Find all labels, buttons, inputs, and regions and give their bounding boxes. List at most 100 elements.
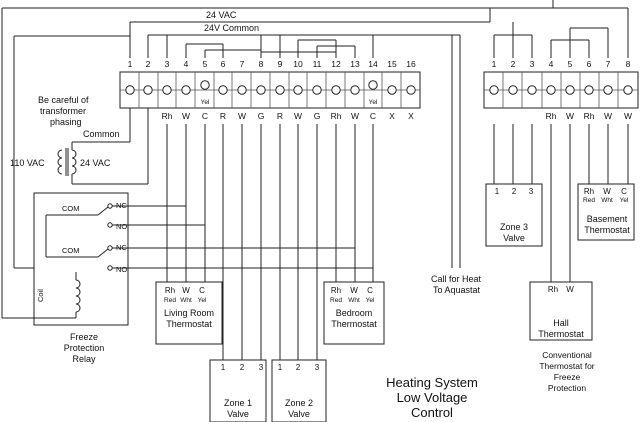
aquastat-wires (451, 35, 461, 268)
left-terminal-number: 12 (331, 59, 341, 69)
hall-note-line3: Freeze (554, 372, 581, 382)
relay-com1-label: COM (62, 204, 80, 213)
zone3-term-2: 2 (512, 187, 517, 196)
zone2-term-2: 2 (296, 363, 301, 372)
right-terminal-label: Rh (584, 111, 595, 121)
basement-title-line2: Thermostat (584, 225, 630, 235)
zone1-term-2: 2 (240, 363, 245, 372)
diagram-title-line1: Heating System (386, 375, 478, 390)
right-terminal-label: W (624, 111, 632, 121)
transformer-secondary-label: 24 VAC (80, 158, 111, 168)
transformer-common-label: Common (83, 129, 120, 139)
right-terminal-number: 1 (492, 59, 497, 69)
left-terminal-number: 8 (259, 59, 264, 69)
basement-thermostat-box (577, 183, 635, 241)
bedroom-color-yel: Yel (366, 297, 375, 304)
living-room-color-red: Red (164, 297, 176, 304)
left-terminal-label: X (389, 111, 395, 121)
zone2-valve-box (271, 359, 327, 422)
relay-title-line2: Protection (64, 343, 105, 353)
bedroom-term-c: C (367, 286, 373, 295)
left-terminal-label: C (370, 111, 376, 121)
right-terminal-number: 8 (626, 59, 631, 69)
yel-mark-14: Yel (369, 99, 378, 106)
transformer-symbol (57, 108, 149, 185)
right-strip-jumpers (493, 22, 609, 58)
relay-no2-label: NO (116, 265, 127, 274)
left-terminal-label: C (202, 111, 208, 121)
supply-rails (129, 0, 629, 58)
right-terminal-number: 7 (606, 59, 611, 69)
zone3-title-line2: Valve (503, 233, 525, 243)
zone1-title-line1: Zone 1 (224, 398, 252, 408)
right-strip-numbers: 1 2 3 4 5 6 7 8 (492, 59, 631, 69)
left-terminal-number: 5 (203, 59, 208, 69)
left-terminal-number: 11 (313, 59, 322, 69)
right-terminal-label: W (604, 111, 612, 121)
right-terminal-number: 6 (587, 59, 592, 69)
left-terminal-number: 16 (406, 59, 416, 69)
living-room-color-yel: Yel (198, 297, 207, 304)
left-terminal-label: X (408, 111, 414, 121)
hall-term-rh: Rh (548, 285, 558, 294)
left-terminal-number: 4 (184, 59, 189, 69)
left-terminal-label: W (351, 111, 359, 121)
relay-nc1-label: NC (116, 201, 127, 210)
zone3-valve-box (485, 183, 543, 247)
transformer-primary-label: 110 VAC (10, 158, 45, 168)
left-terminal-number: 15 (387, 59, 397, 69)
hall-title-line2: Thermostat (538, 329, 584, 339)
transformer-warning-line2: transformer (40, 106, 86, 116)
left-terminal-label: W (294, 111, 302, 121)
relay-title-line3: Relay (72, 354, 96, 364)
left-terminal-number: 14 (368, 59, 378, 69)
bedroom-thermostat-box (323, 281, 385, 345)
basement-term-w: W (603, 187, 611, 196)
zone3-term-3: 3 (529, 187, 534, 196)
zone3-title-line1: Zone 3 (500, 222, 528, 232)
left-terminal-number: 2 (146, 59, 151, 69)
hall-term-w: W (566, 285, 574, 294)
basement-term-c: C (621, 187, 627, 196)
left-terminal-number: 3 (165, 59, 170, 69)
zone1-term-3: 3 (259, 363, 264, 372)
hall-note-line4: Protection (548, 383, 587, 393)
diagram-title-line3: Control (411, 405, 453, 420)
aquastat-label-line1: Call for Heat (431, 274, 482, 284)
right-terminal-number: 4 (549, 59, 554, 69)
zone1-title-line2: Valve (227, 409, 249, 419)
left-terminal-label: Rh (162, 111, 173, 121)
right-strip-dividers (502, 72, 619, 108)
zone3-term-1: 1 (495, 187, 500, 196)
left-strip-numbers: 1 2 3 4 5 6 7 8 9 10 11 12 13 14 15 16 (128, 59, 416, 69)
left-strip-labels: Rh W C R W G R W G Rh W C X X (162, 111, 415, 121)
left-terminal-number: 9 (278, 59, 283, 69)
hall-note-line2: Thermostat for (539, 361, 594, 371)
living-room-thermostat-box (155, 281, 223, 345)
rail-24vac-label: 24 VAC (206, 10, 237, 20)
zone1-term-1: 1 (221, 363, 226, 372)
right-terminal-number: 3 (530, 59, 535, 69)
right-terminal-strip (483, 71, 639, 109)
freeze-relay (33, 192, 129, 326)
bedroom-color-red: Red (330, 297, 342, 304)
zone1-valve-box (209, 359, 267, 422)
basement-term-rh: Rh (584, 187, 594, 196)
right-terminal-label: Rh (546, 111, 557, 121)
zone2-title-line1: Zone 2 (285, 398, 313, 408)
hall-title-line1: Hall (553, 318, 569, 328)
bedroom-color-wht: Wht (348, 297, 360, 304)
left-terminal-label: Rh (331, 111, 342, 121)
left-terminal-number: 10 (293, 59, 303, 69)
relay-nc2-label: NC (116, 243, 127, 252)
left-terminal-label: R (277, 111, 283, 121)
hall-note-line1: Conventional (542, 350, 592, 360)
left-terminal-number: 6 (221, 59, 226, 69)
left-terminal-number: 7 (240, 59, 245, 69)
relay-title-line1: Freeze (70, 332, 98, 342)
right-terminal-number: 2 (511, 59, 516, 69)
zone2-title-line2: Valve (288, 409, 310, 419)
left-strip-jumpers (166, 35, 374, 58)
living-room-term-rh: Rh (165, 286, 175, 295)
